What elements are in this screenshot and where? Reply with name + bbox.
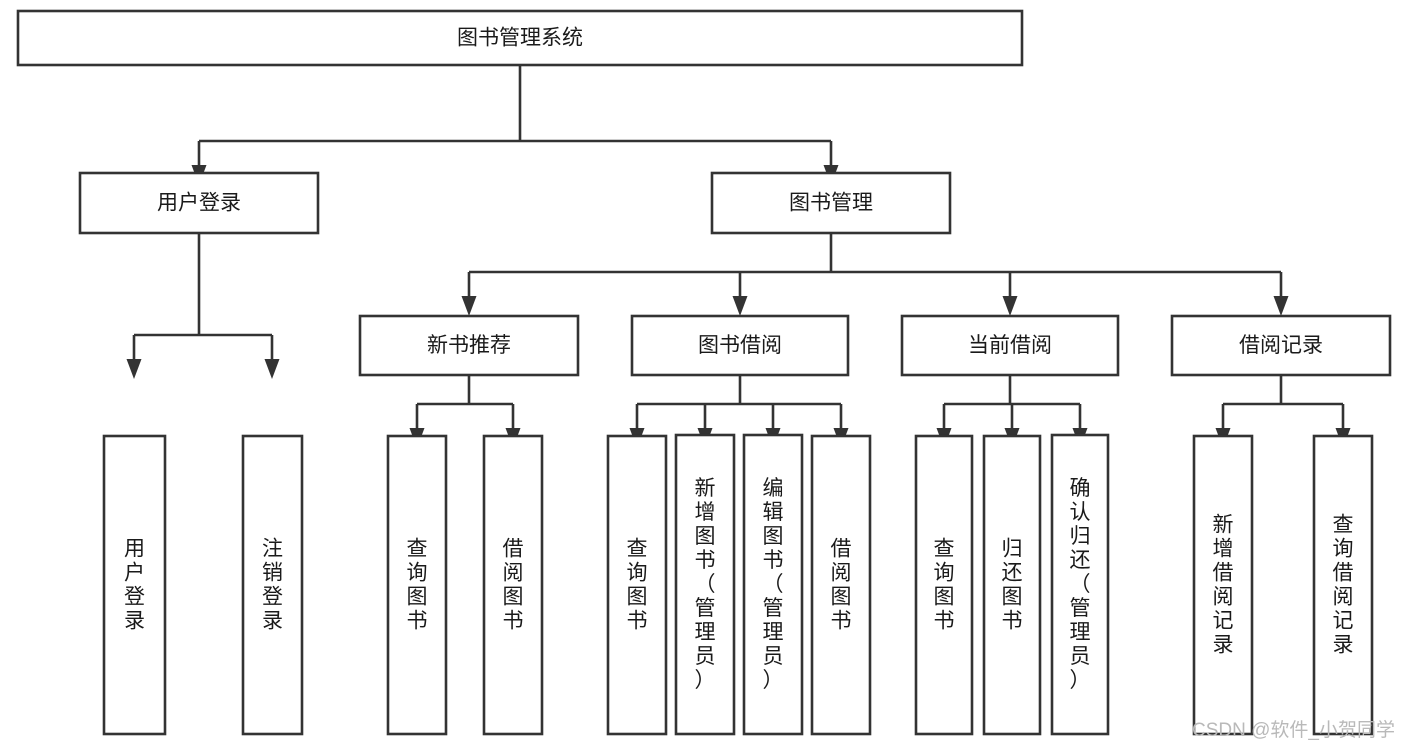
node-leaf-12[interactable]: 查询借阅记录 [1312,434,1374,736]
csdn-watermark: CSDN @软件_小贺同学 [1192,719,1395,741]
node-level2-2[interactable]: 当前借阅 [900,314,1120,377]
node-label: 新增图书（管理员） [695,477,716,692]
node-leaf-0[interactable]: 用户登录 [102,434,167,736]
node-label: 图书借阅 [698,334,782,357]
node-label: 借阅图书 [831,538,852,633]
node-label: 确认归还（管理员） [1070,477,1091,692]
node-leaf-1[interactable]: 注销登录 [241,434,304,736]
node-leaf-4[interactable]: 查询图书 [606,434,668,736]
node-leaf-3[interactable]: 借阅图书 [482,434,544,736]
node-level2-3[interactable]: 借阅记录 [1170,314,1392,377]
node-level1-1[interactable]: 图书管理 [710,171,952,235]
node-label: 归还图书 [1002,538,1023,633]
node-label: 当前借阅 [968,334,1052,357]
node-root[interactable]: 图书管理系统 [16,9,1024,67]
node-label: 用户登录 [157,192,241,215]
node-leaf-10[interactable]: 确认归还（管理员） [1050,433,1110,736]
node-leaf-9[interactable]: 归还图书 [982,434,1042,736]
node-level2-1[interactable]: 图书借阅 [630,314,850,377]
connector-bookmgmt-to-level2 [461,233,1289,316]
node-level1-0[interactable]: 用户登录 [78,171,320,235]
node-label: 新书推荐 [427,334,511,357]
node-label: 图书管理 [789,192,873,215]
node-label: 注销登录 [262,538,283,633]
node-leaf-6[interactable]: 编辑图书（管理员） [742,433,804,736]
node-leaf-7[interactable]: 借阅图书 [810,434,872,736]
node-level2-0[interactable]: 新书推荐 [358,314,580,377]
node-label: 编辑图书（管理员） [763,477,784,692]
node-leaf-8[interactable]: 查询图书 [914,434,974,736]
connector-edges-layer [126,65,1351,448]
node-label: 借阅图书 [503,538,524,633]
node-label: 查询图书 [407,538,428,633]
node-label: 借阅记录 [1239,334,1323,357]
node-label: 新增借阅记录 [1213,514,1234,657]
connector-root-to-level1 [191,65,839,185]
node-label: 查询借阅记录 [1333,514,1354,657]
node-leaf-5[interactable]: 新增图书（管理员） [674,433,736,736]
node-label: 查询图书 [934,538,955,633]
connector-userlogin-to-leaves [126,233,280,379]
node-label: 图书管理系统 [457,27,583,50]
node-label: 用户登录 [124,538,145,633]
node-boxes-layer: 图书管理系统用户登录图书管理新书推荐图书借阅当前借阅借阅记录用户登录注销登录查询… [16,9,1392,736]
node-leaf-11[interactable]: 新增借阅记录 [1192,434,1254,736]
node-label: 查询图书 [627,538,648,633]
node-leaf-2[interactable]: 查询图书 [386,434,448,736]
